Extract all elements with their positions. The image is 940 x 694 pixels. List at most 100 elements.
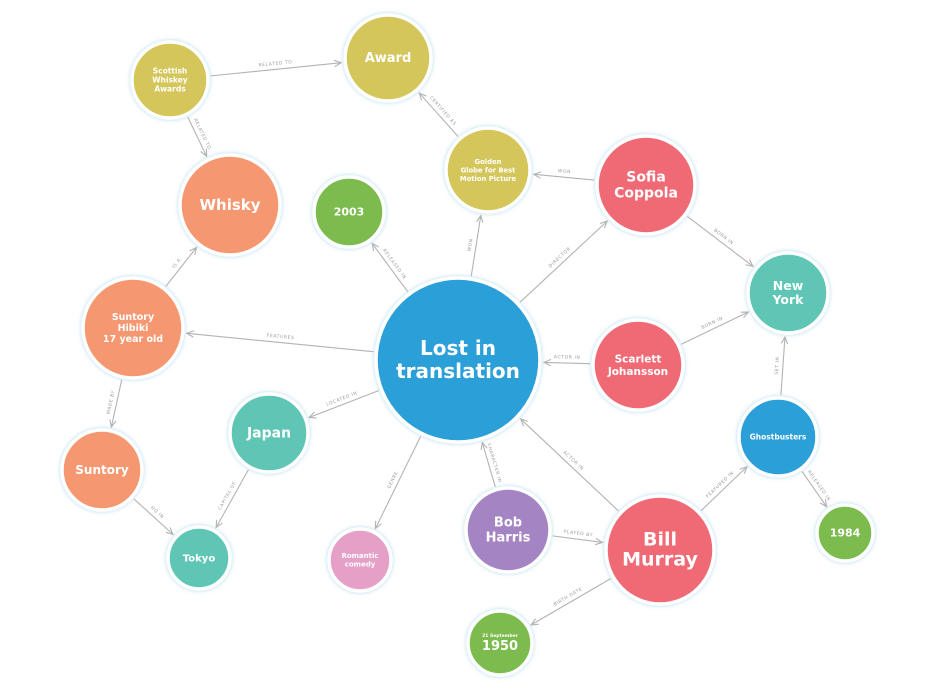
edge-line bbox=[470, 215, 481, 277]
node-circle bbox=[81, 276, 185, 380]
edge-line bbox=[544, 362, 591, 363]
edge-line bbox=[482, 443, 496, 487]
edge-line bbox=[187, 116, 207, 156]
edge-line bbox=[801, 471, 827, 506]
edge-ghostbusters-newyork: SET IN bbox=[774, 337, 785, 396]
node-circle bbox=[60, 428, 144, 512]
edge-lost-y2003: RELEASED IN bbox=[372, 243, 409, 292]
edge-ghostbusters-y1984: RELEASED IN bbox=[801, 469, 832, 506]
edge-line bbox=[521, 419, 619, 512]
node-circle bbox=[595, 134, 697, 236]
node-label-line: Bob bbox=[494, 516, 522, 531]
edge-label: SET IN bbox=[774, 356, 781, 375]
edge-line bbox=[133, 498, 173, 535]
edge-line bbox=[309, 390, 379, 418]
node-circle bbox=[312, 175, 386, 249]
edge-sofia-newyork: BORN IN bbox=[687, 216, 753, 266]
edge-line bbox=[780, 337, 785, 396]
node-label-line: comedy bbox=[345, 561, 376, 569]
node-label-line: Globe for Best bbox=[461, 166, 517, 174]
node-award[interactable]: Award bbox=[343, 13, 433, 103]
node-label-line: Whisky bbox=[199, 196, 260, 214]
edge-line bbox=[534, 174, 595, 181]
node-label-line: New bbox=[773, 278, 804, 293]
edge-lost-japan: LOCATED IN bbox=[309, 390, 379, 417]
edge-label: HQ IN bbox=[149, 505, 165, 520]
node-label-line: Scarlett bbox=[615, 353, 662, 365]
edge-scarlett-lost: ACTOR IN bbox=[544, 354, 591, 364]
node-y1984[interactable]: 1984 bbox=[815, 503, 875, 563]
node-label-line: York bbox=[772, 292, 805, 307]
node-circle bbox=[374, 276, 542, 444]
edge-label: MADE BY bbox=[106, 390, 117, 415]
edge-line bbox=[210, 63, 341, 77]
node-label-line: Tokyo bbox=[183, 553, 216, 564]
edge-line bbox=[111, 379, 123, 427]
node-circle bbox=[737, 396, 819, 478]
node-label-line: Hibiki bbox=[118, 323, 149, 334]
edge-suntory_hibiki-suntory: MADE BY bbox=[106, 379, 123, 427]
edge-lost-golden: WON bbox=[467, 215, 481, 277]
edge-bill-ghostbusters: FEATURED IN bbox=[700, 467, 747, 511]
node-circle bbox=[178, 153, 282, 257]
node-circle bbox=[464, 486, 552, 574]
edge-suntory_hibiki-whisky: IS A bbox=[165, 247, 197, 287]
node-label-line: 1984 bbox=[830, 527, 861, 540]
node-label-line: translation bbox=[396, 359, 520, 383]
edge-line bbox=[375, 436, 422, 528]
edge-label: RELEASED IN bbox=[381, 248, 407, 281]
edge-golden-award: CERTIFIED AS bbox=[419, 93, 459, 137]
edge-japan-tokyo: CAPITAL OF bbox=[216, 469, 249, 528]
edge-label: WON bbox=[467, 238, 475, 252]
edge-line bbox=[419, 93, 459, 137]
edge-scarlett-newyork: BORN IN bbox=[681, 312, 748, 345]
node-label-line: Award bbox=[365, 51, 412, 66]
edge-line bbox=[681, 312, 748, 345]
node-label-line: Bill bbox=[643, 529, 677, 551]
edge-label: RELATED TO bbox=[258, 59, 293, 68]
node-circle bbox=[327, 527, 393, 593]
node-circle bbox=[746, 251, 830, 335]
edge-label: CERTIFIED AS bbox=[428, 95, 458, 127]
edge-scottish-award: RELATED TO bbox=[210, 59, 341, 77]
edge-label: FEATURED IN bbox=[705, 470, 735, 499]
edge-bob-lost: CHARACTER IN bbox=[482, 443, 503, 487]
edge-label: WON bbox=[558, 168, 572, 175]
node-label-line: 17 year old bbox=[103, 334, 163, 345]
edge-bill-y1950: BIRTH DATE bbox=[531, 578, 611, 625]
edge-bob-bill: PLAYED BY bbox=[552, 529, 603, 543]
node-tokyo[interactable]: Tokyo bbox=[166, 525, 232, 591]
node-whisky[interactable]: Whisky bbox=[178, 153, 282, 257]
node-suntory[interactable]: Suntory bbox=[60, 428, 144, 512]
edge-line bbox=[187, 333, 374, 353]
edge-line bbox=[700, 467, 747, 511]
edge-line bbox=[687, 216, 753, 266]
edge-sofia-golden: WON bbox=[534, 168, 595, 181]
node-ghostbusters[interactable]: Ghostbusters bbox=[737, 396, 819, 478]
edge-label: ACTOR IN bbox=[554, 354, 581, 361]
node-label-line: Lost in bbox=[420, 336, 496, 360]
node-label-line: 21 September bbox=[482, 633, 519, 639]
node-circle bbox=[604, 494, 716, 606]
node-japan[interactable]: Japan bbox=[228, 392, 310, 474]
node-label-line: Ghostbusters bbox=[750, 433, 807, 442]
node-circle bbox=[466, 609, 534, 677]
edge-line bbox=[165, 247, 197, 287]
edge-scottish-whisky: RELATED TO bbox=[187, 116, 212, 156]
node-y2003[interactable]: 2003 bbox=[312, 175, 386, 249]
node-circle bbox=[130, 40, 210, 120]
edge-suntory-tokyo: HQ IN bbox=[133, 498, 173, 535]
edge-label: RELEASED IN bbox=[806, 469, 832, 502]
node-label-line: Suntory bbox=[75, 463, 129, 477]
